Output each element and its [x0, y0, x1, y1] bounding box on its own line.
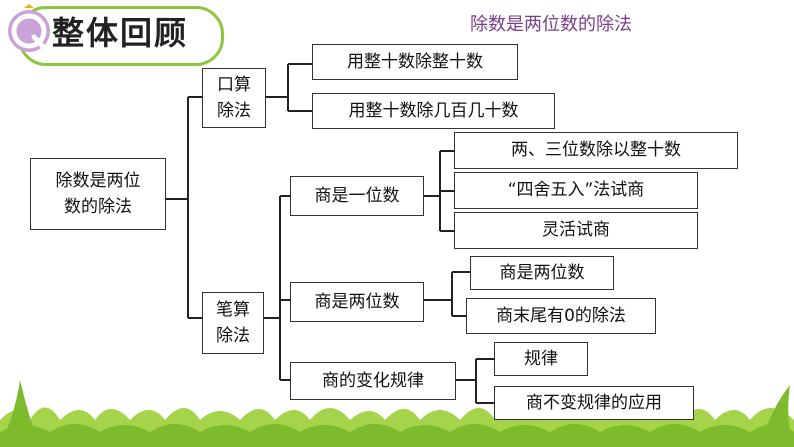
written-division-label: 笔算除法 — [216, 299, 250, 346]
oral-division-label: 口算除法 — [217, 74, 251, 121]
title-pill — [18, 6, 224, 66]
oral-division-node: 口算除法 — [202, 68, 266, 128]
root-node: 除数是两位数的除法 — [30, 158, 166, 230]
group-quotient-change-rule: 商的变化规律 — [290, 362, 456, 400]
group-single-digit-quotient: 商是一位数 — [290, 176, 424, 216]
group3-item-1: 规律 — [494, 342, 588, 376]
oral-item-2: 用整十数除几百几十数 — [312, 93, 555, 129]
group2-item-1: 商是两位数 — [470, 256, 614, 290]
q-badge-icon — [8, 4, 50, 52]
group3-item-2: 商不变规律的应用 — [494, 386, 694, 420]
subtitle: 除数是两位数的除法 — [470, 14, 632, 35]
group2-item-2: 商末尾有0的除法 — [466, 298, 656, 334]
written-division-node: 笔算除法 — [202, 292, 264, 354]
group-two-digit-quotient: 商是两位数 — [290, 282, 424, 322]
header: 整体回顾 — [0, 0, 240, 70]
group1-item-1: 两、三位数除以整十数 — [454, 132, 738, 169]
page-title: 整体回顾 — [52, 14, 189, 52]
group1-item-2: “四舍五入”法试商 — [454, 172, 698, 209]
root-label: 除数是两位数的除法 — [55, 170, 141, 217]
oral-item-1: 用整十数除整十数 — [312, 44, 518, 80]
group1-item-3: 灵活试商 — [454, 212, 698, 249]
